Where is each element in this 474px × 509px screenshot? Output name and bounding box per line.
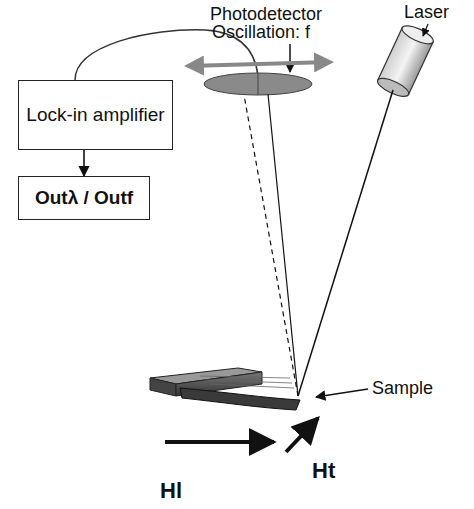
transverse-field-arrow xyxy=(286,418,318,452)
laser-beam xyxy=(298,90,393,396)
output-box: Outλ / Outf xyxy=(18,176,150,220)
box-text: Lock-in amplifier xyxy=(26,103,164,127)
oscillation-arrow xyxy=(188,62,330,66)
box-text: Outλ / Outf xyxy=(35,186,133,210)
reflected-beam xyxy=(268,94,298,396)
signal-arrow xyxy=(83,150,85,176)
instrument-box: Lock-in amplifier xyxy=(18,80,173,150)
component-label: Laser xyxy=(404,2,449,23)
component-label: Photodetector xyxy=(210,4,322,25)
laser-body xyxy=(375,22,435,100)
reflected-beam-deflected xyxy=(244,95,298,396)
sample-ribbon-lines xyxy=(200,376,294,388)
sample-holder-side xyxy=(150,378,176,396)
field-label: Ht xyxy=(312,458,335,484)
field-label: Hl xyxy=(160,478,182,504)
longitudinal-field-arrow xyxy=(165,440,274,444)
callout-arrow xyxy=(289,44,291,72)
sample-cantilever xyxy=(180,388,300,410)
callout-arrow xyxy=(316,389,368,397)
component-label: Oscillation: f xyxy=(212,22,310,43)
callout-arrow xyxy=(423,24,428,36)
component-label: Sample xyxy=(372,378,433,399)
photodetector-mark xyxy=(258,73,259,95)
photodetector-disk xyxy=(204,73,312,95)
